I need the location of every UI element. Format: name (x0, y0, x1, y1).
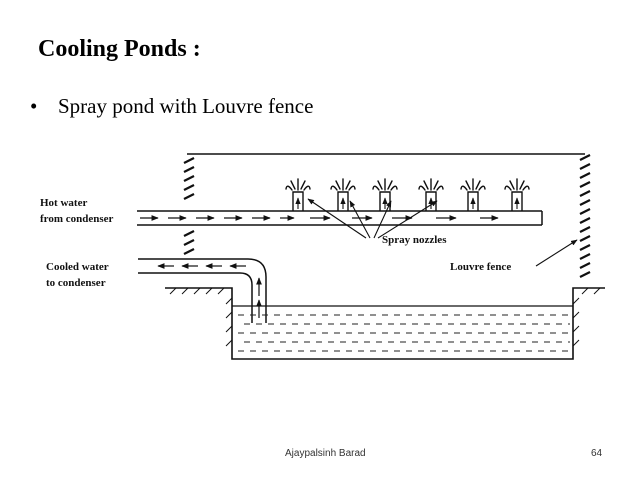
nozzle-risers (292, 191, 523, 211)
cooled-water-flow-arrows (157, 263, 262, 318)
spray-nozzle-icon (285, 178, 530, 191)
bullet-icon: • (30, 94, 38, 118)
right-louvre-fence (579, 154, 591, 278)
cooled-water-pipe (138, 258, 267, 323)
label-hot-water-line1: Hot water (40, 197, 87, 209)
label-spray-nozzles: Spray nozzles (382, 234, 447, 246)
hot-water-pipe (137, 210, 543, 226)
slide-title: Cooling Ponds : (38, 36, 201, 62)
bullet-item: • Spray pond with Louvre fence (30, 94, 313, 119)
label-louvre-fence: Louvre fence (450, 261, 511, 273)
riser-flow-arrows (295, 197, 520, 209)
left-louvre-fence (183, 157, 195, 255)
label-cooled-water-line1: Cooled water (46, 261, 109, 273)
footer-page-number: 64 (591, 448, 603, 459)
pond-basin (165, 287, 605, 360)
label-hot-water-line2: from condenser (40, 213, 114, 225)
footer-author: Ajaypalsinh Barad (285, 448, 366, 459)
spray-nozzle-leaders (307, 198, 438, 239)
water-dashes (238, 314, 570, 352)
ground-hatching (169, 287, 601, 347)
louvre-fence-leader (535, 239, 578, 267)
bullet-text: Spray pond with Louvre fence (58, 94, 314, 118)
label-cooled-water-line2: to condenser (46, 277, 106, 289)
